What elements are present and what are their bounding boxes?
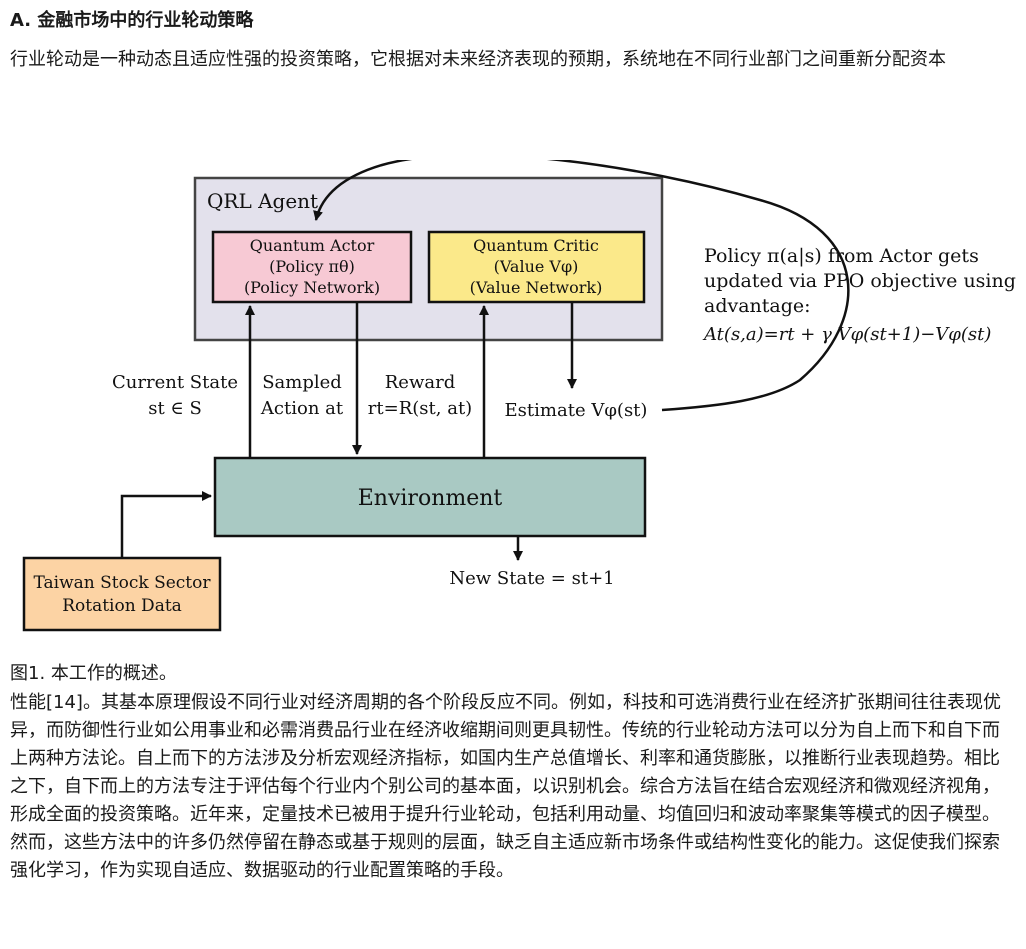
section-heading: A. 金融市场中的行业轮动策略: [10, 10, 254, 31]
critic-line1: Quantum Critic: [473, 236, 599, 255]
estimate-label: Estimate Vφ(st): [505, 400, 648, 421]
taiwan-data-box: [22, 556, 222, 632]
policy-note-line2: updated via PPO objective using: [704, 270, 1016, 292]
policy-note-line3: advantage:: [704, 295, 811, 317]
arrow-data-to-env: [120, 491, 212, 558]
sampled-action-line1: Sampled: [262, 372, 342, 393]
figure-diagram: QRL Agent Quantum Actor (Policy πθ) (Pol…: [22, 160, 1016, 632]
new-state-label: New State = st+1: [449, 568, 614, 589]
critic-line2: (Value Vφ): [494, 257, 579, 276]
arrow-policy-update-loop: [313, 160, 850, 412]
data-box-line2: Rotation Data: [62, 596, 182, 616]
reward-line1: Reward: [385, 372, 455, 393]
sampled-action-line2: Action at: [260, 398, 344, 419]
policy-note-line4: At(s,a)=rt + γ Vφ(st+1)−Vφ(st): [702, 324, 991, 345]
actor-line3: (Policy Network): [244, 278, 380, 297]
environment-box: [213, 456, 647, 538]
critic-line3: (Value Network): [470, 278, 603, 297]
current-state-line2: st ∈ S: [148, 398, 202, 419]
data-box-line1: Taiwan Stock Sector: [34, 573, 212, 593]
policy-note-line1: Policy π(a|s) from Actor gets: [704, 245, 979, 267]
environment-label: Environment: [358, 486, 503, 511]
reward-line2: rt=R(st, at): [368, 398, 472, 419]
intro-paragraph: 行业轮动是一种动态且适应性强的投资策略，它根据对未来经济表现的预期，系统地在不同…: [10, 49, 946, 70]
body-paragraph: 性能[14]。其基本原理假设不同行业对经济周期的各个阶段反应不同。例如，科技和可…: [10, 692, 1001, 881]
quantum-critic-box: [427, 230, 646, 304]
quantum-actor-box: [211, 230, 413, 304]
current-state-line1: Current State: [112, 372, 238, 393]
actor-line1: Quantum Actor: [250, 236, 375, 255]
actor-line2: (Policy πθ): [269, 257, 355, 276]
figure-caption: 图1. 本工作的概述。: [10, 663, 177, 684]
qrl-agent-label: QRL Agent: [207, 189, 318, 213]
